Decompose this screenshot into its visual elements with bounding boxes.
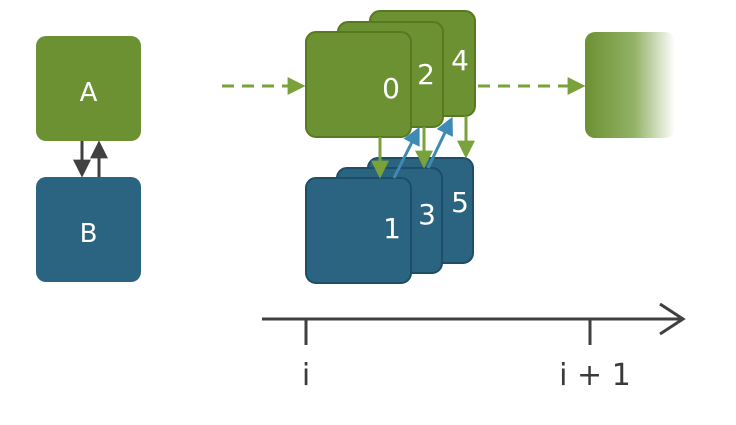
blue-label-5: 5 (451, 186, 469, 219)
tick-label-i-plus-1: i + 1 (559, 358, 631, 393)
next-fading-card (585, 32, 675, 138)
time-axis-arrowhead (659, 302, 686, 336)
blue-label-3: 3 (418, 198, 436, 231)
arrow-1-to-2 (392, 126, 420, 179)
blue-stack: 5 3 1 (305, 157, 474, 284)
node-a: A (36, 36, 141, 141)
green-card-0 (305, 31, 412, 138)
blue-label-1: 1 (383, 212, 401, 245)
node-b-label: B (80, 219, 98, 249)
blue-card-1 (305, 177, 412, 284)
node-a-label: A (80, 78, 98, 108)
green-label-4: 4 (451, 44, 469, 77)
tick-label-i: i (302, 358, 310, 393)
green-stack: 4 2 0 (305, 10, 476, 138)
arrow-3-to-4 (426, 116, 453, 169)
green-label-0: 0 (382, 72, 400, 105)
node-b: B (36, 177, 141, 282)
green-label-2: 2 (417, 58, 435, 91)
